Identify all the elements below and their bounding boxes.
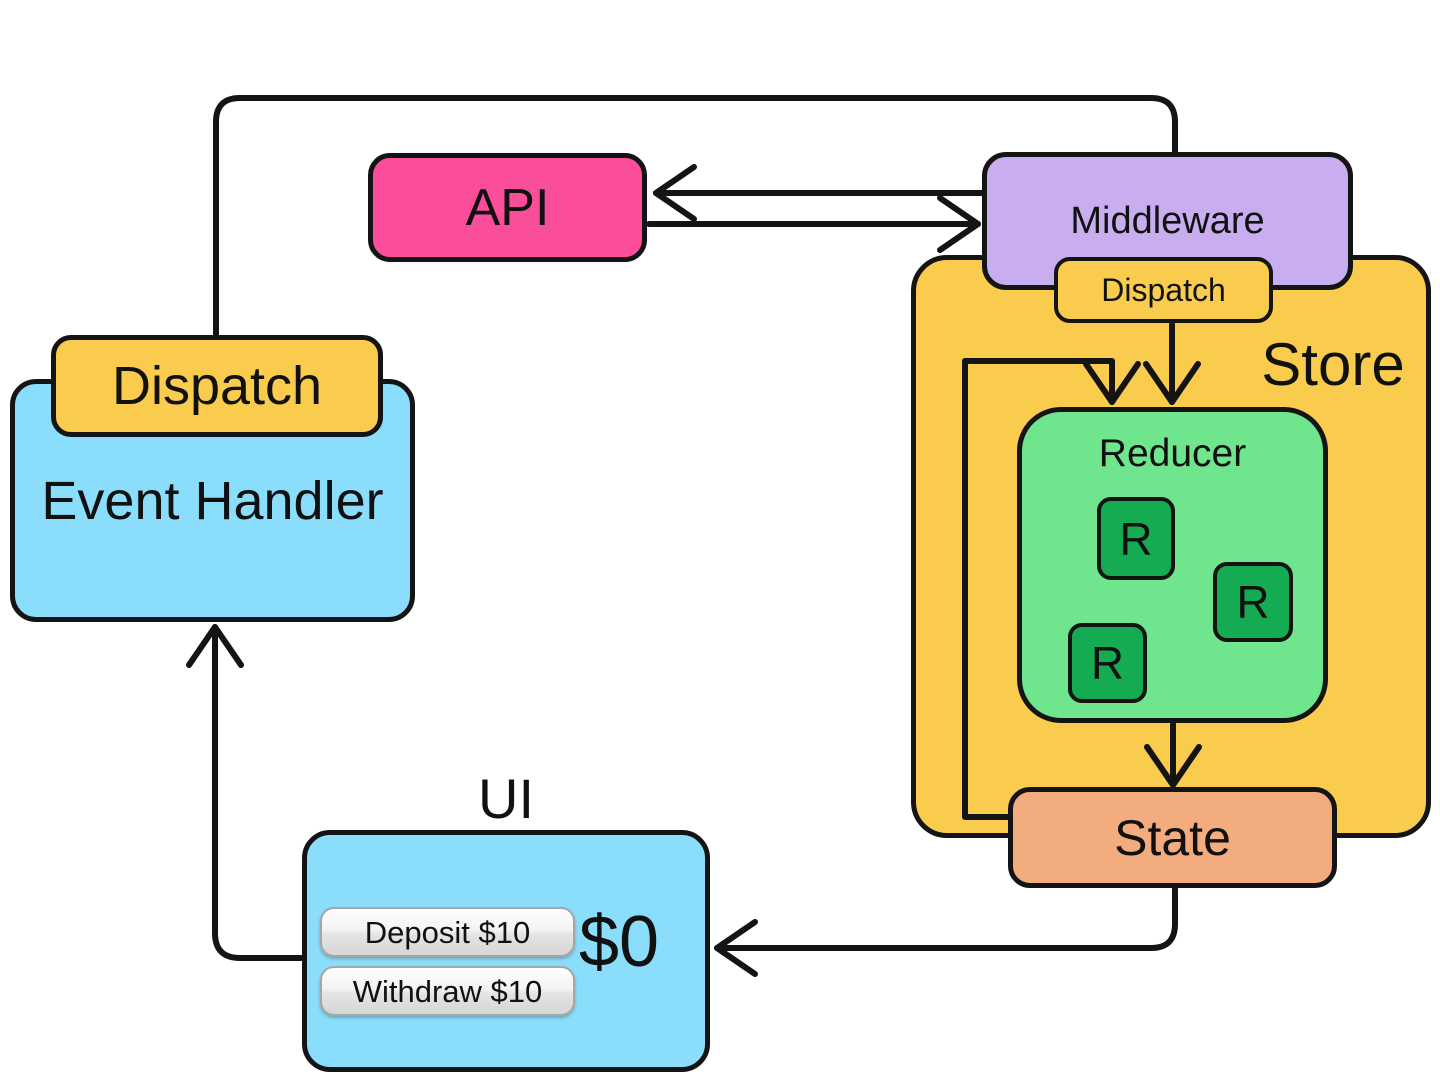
ui-box: Deposit $10 Withdraw $10 $0 xyxy=(302,830,710,1072)
withdraw-button[interactable]: Withdraw $10 xyxy=(320,966,575,1016)
reducer-r-box: R xyxy=(1213,562,1293,642)
reducer-label: Reducer xyxy=(1098,432,1247,475)
store-label: Store xyxy=(1261,331,1405,398)
middleware-label: Middleware xyxy=(1070,200,1265,242)
api-box: API xyxy=(368,153,647,262)
balance-value: $0 xyxy=(579,902,660,982)
arrow-state-loop-to-reducer xyxy=(962,358,1141,820)
api-label: API xyxy=(465,178,550,237)
arrow-ui-to-event-handler xyxy=(186,624,306,961)
state-box: State xyxy=(1008,787,1337,888)
arrow-dispatch-to-reducer xyxy=(1143,321,1201,405)
reducer-r-box: R xyxy=(1097,497,1175,580)
reducer-r-label: R xyxy=(1090,637,1125,689)
arrow-reducer-to-state xyxy=(1144,721,1202,788)
event-dispatch-box: Dispatch xyxy=(51,335,383,437)
ui-label: UI xyxy=(478,767,534,830)
state-label: State xyxy=(1114,809,1231,866)
store-dispatch-box: Dispatch xyxy=(1054,257,1273,323)
reducer-box: Reducer R R R xyxy=(1017,407,1328,723)
reducer-r-label: R xyxy=(1119,512,1153,565)
event-dispatch-label: Dispatch xyxy=(111,356,323,416)
deposit-button[interactable]: Deposit $10 xyxy=(320,907,575,957)
flow-line-dispatch-to-middleware xyxy=(213,95,1178,339)
reducer-r-label: R xyxy=(1236,576,1270,628)
event-handler-label: Event Handler xyxy=(41,470,384,531)
reducer-r-box: R xyxy=(1068,623,1147,703)
arrow-state-to-ui xyxy=(714,886,1178,977)
store-dispatch-label: Dispatch xyxy=(1101,272,1226,308)
arrow-middleware-to-api xyxy=(653,164,985,222)
arrow-api-to-middleware xyxy=(646,195,981,253)
